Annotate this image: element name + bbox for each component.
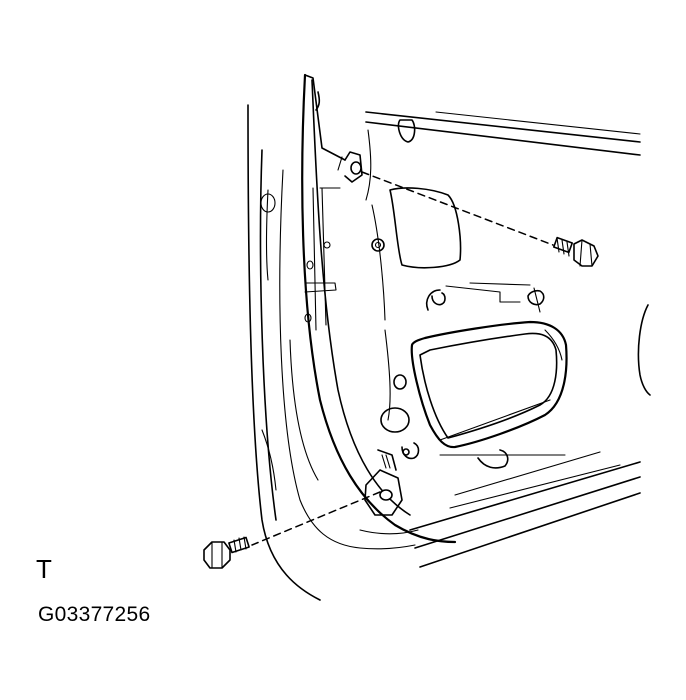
lower-bolt-leader: [251, 491, 381, 546]
door-sill: [359, 451, 641, 568]
door-inner-panel: [365, 111, 641, 460]
lower-bolt-icon: [203, 536, 250, 569]
door-rear-edge: [637, 304, 651, 396]
figure-id: G03377256: [38, 603, 151, 626]
body-pillar: [247, 104, 321, 601]
torque-symbol: T: [36, 554, 52, 584]
upper-bolt-icon: [552, 236, 599, 267]
armrest-recess: [410, 320, 568, 469]
upper-bolt-leader: [361, 171, 554, 246]
door-frame: [279, 73, 457, 550]
upper-hinge: [337, 151, 363, 183]
lower-hinge: [364, 449, 403, 516]
